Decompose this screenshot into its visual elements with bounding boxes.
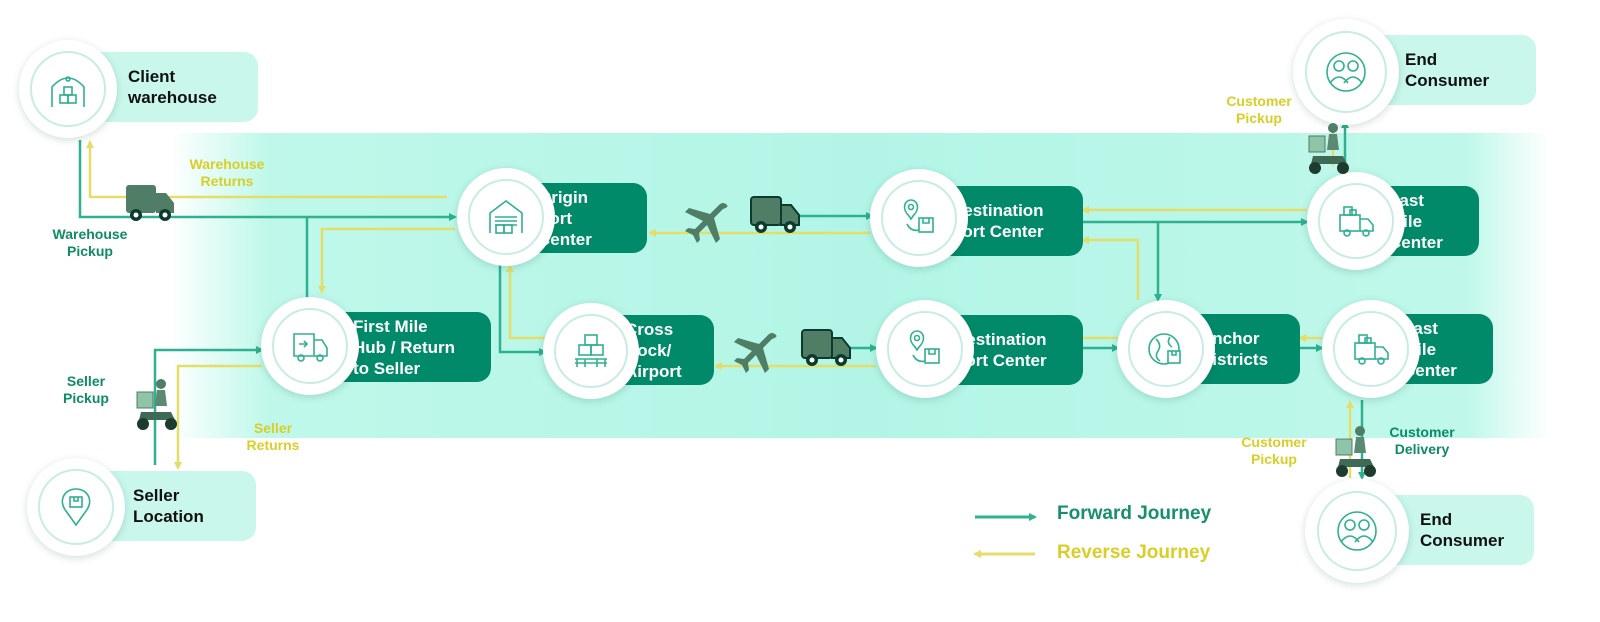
reverse-line-origin-firstmile (318, 227, 455, 294)
delivery-truck-icon (1318, 183, 1394, 259)
client-warehouse-label: Client warehouse (128, 67, 217, 107)
reverse-line-firstmile-seller (174, 364, 262, 470)
courier-scooter-icon (133, 378, 179, 437)
customer-pickup-bottom-label: Customer Pickup (1241, 434, 1307, 467)
airplane-icon (683, 201, 729, 248)
forward-line-warehouse-origin (78, 140, 457, 221)
location-box-icon (887, 311, 963, 387)
customers-icon (1317, 491, 1397, 571)
boxes-icon (554, 314, 628, 388)
reverse-line-crossdock-origin (506, 264, 545, 340)
legend-reverse-label: Reverse Journey (1057, 542, 1211, 563)
forward-line-seller-firstmile (153, 346, 264, 465)
airplane-icon (732, 331, 778, 378)
seller-pickup-label: Seller Pickup (63, 373, 109, 406)
pin-icon (38, 469, 114, 545)
sort-center-icon (468, 179, 544, 255)
warehouse-pickup-label: Warehouse Pickup (52, 226, 128, 259)
globe-box-icon (1128, 311, 1204, 387)
forward-line-origin-crossdock (498, 265, 547, 356)
reverse-line-anchor-dest-top (1081, 236, 1140, 300)
truck-icon (749, 195, 801, 240)
courier-scooter-icon (1305, 122, 1351, 181)
network-band (170, 133, 1550, 438)
seller-returns-label: Seller Returns (246, 420, 300, 453)
cross-dock-label: Cross Dock/ Airport (625, 319, 682, 381)
first-mile-hub-label: First Mile Hub / Return to Seller (353, 316, 455, 378)
truck-icon (124, 183, 176, 228)
customers-icon (1305, 31, 1387, 113)
end-consumer-bottom-label: End Consumer (1420, 510, 1505, 550)
location-box-icon (881, 180, 957, 256)
customer-delivery-label: Customer Delivery (1389, 424, 1455, 457)
customer-pickup-top-label: Customer Pickup (1226, 93, 1292, 126)
warehouse-returns-label: Warehouse Returns (189, 156, 265, 189)
delivery-truck-icon (1333, 311, 1409, 387)
seller-location-label: Seller Location (133, 486, 204, 526)
reverse-line-origin-warehouse (86, 140, 447, 199)
courier-scooter-icon (1332, 425, 1378, 484)
truck-icon (800, 328, 852, 373)
anchor-districts-label: Anchor Districts (1200, 329, 1269, 369)
legend-forward-label: Forward Journey (1057, 503, 1212, 524)
end-consumer-top-label: End Consumer (1405, 50, 1490, 90)
van-icon (272, 308, 348, 384)
warehouse-icon (30, 51, 106, 127)
